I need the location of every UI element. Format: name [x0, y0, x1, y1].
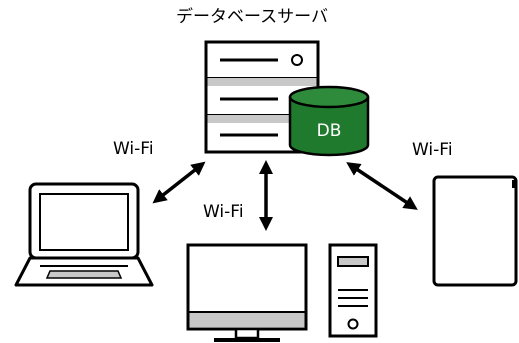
wifi-label-tablet: Wi-Fi	[412, 140, 453, 160]
db-label: DB	[317, 121, 342, 141]
server-title: データベースサーバ	[176, 7, 328, 27]
laptop-icon	[14, 182, 154, 287]
wifi-label-laptop: Wi-Fi	[113, 139, 154, 159]
database-icon: DB	[288, 85, 370, 157]
connection-arrows	[152, 160, 418, 231]
monitor-icon	[186, 243, 308, 342]
arrow-tablet-server	[346, 162, 418, 210]
arrow-laptop-server	[152, 161, 206, 204]
tablet-icon	[432, 175, 518, 287]
wifi-label-desktop: Wi-Fi	[203, 202, 244, 222]
pc-tower-icon	[328, 243, 378, 338]
